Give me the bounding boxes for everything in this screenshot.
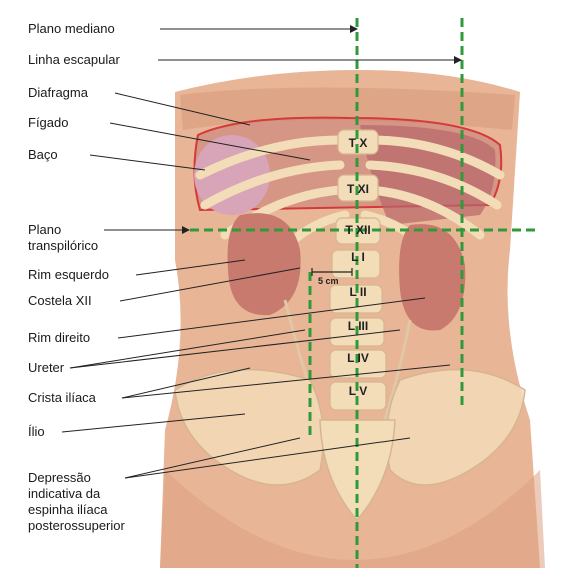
label-depressao-1: Depressão: [28, 470, 91, 485]
label-figado: Fígado: [28, 115, 68, 130]
label-costela-xii: Costela XII: [28, 293, 92, 308]
label-rim-esquerdo: Rim esquerdo: [28, 267, 109, 282]
vertebra-label-tx: T X: [340, 136, 376, 150]
vertebra-label-txii: T XII: [340, 223, 376, 237]
label-diafragma: Diafragma: [28, 85, 88, 100]
left-kidney: [228, 213, 301, 315]
measure-label: 5 cm: [318, 276, 339, 286]
label-linha-escapular: Linha escapular: [28, 52, 120, 67]
vertebra-label-lii: L II: [340, 285, 376, 299]
label-plano-mediano: Plano mediano: [28, 21, 115, 36]
vertebra-label-txi: T XI: [340, 182, 376, 196]
vertebra-label-lv: L V: [340, 384, 376, 398]
label-rim-direito: Rim direito: [28, 330, 90, 345]
label-plano-transpilorico-2: transpilórico: [28, 238, 98, 253]
label-depressao-2: indicativa da: [28, 486, 100, 501]
label-baco: Baço: [28, 147, 58, 162]
label-ilio: Ílio: [28, 424, 45, 439]
vertebra-label-liv: L IV: [340, 351, 376, 365]
label-plano-transpilorico-1: Plano: [28, 222, 61, 237]
label-crista-iliaca: Crista ilíaca: [28, 390, 96, 405]
vertebra-label-li: L I: [340, 250, 376, 264]
vertebra-label-liii: L III: [340, 319, 376, 333]
label-depressao-3: espinha ilíaca: [28, 502, 108, 517]
label-ureter: Ureter: [28, 360, 64, 375]
label-depressao-4: posterossuperior: [28, 518, 125, 533]
